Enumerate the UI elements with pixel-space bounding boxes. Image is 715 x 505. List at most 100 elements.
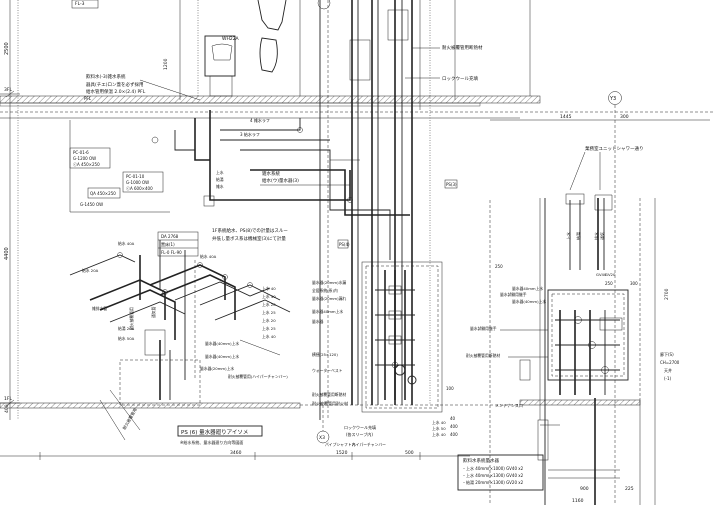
dim-4400: 4400 — [4, 247, 10, 260]
center-tag-rockwool: ロックウール充填 — [442, 75, 478, 82]
box-a-row1: G-1200 OW — [73, 156, 96, 161]
iso-label-3: 給湯 20A — [118, 326, 135, 331]
box-d-row1: G-1450 OW — [80, 202, 103, 207]
iso-right-label-4: 上水 20 — [262, 318, 276, 323]
iso-label-8: 量水器(40mm)上水 — [205, 354, 239, 359]
dim-500: 500 — [405, 450, 414, 456]
bottom-tag-sleeve: (各スリーブ内) — [346, 431, 373, 437]
dim-400-mid-a: 400 — [450, 424, 458, 429]
right-tag-vent: 通気 — [599, 232, 605, 240]
dim-100-mid: 100 — [446, 386, 454, 391]
dim-900: 900 — [580, 486, 589, 492]
right-title: 業務室ユニットシャワー通り — [585, 145, 644, 152]
center-tag-fire-insul: 耐火被覆管用断熱材 — [442, 44, 483, 51]
right-side-ch: CH=2700 — [660, 360, 680, 365]
ps-box-4: PS(4) — [339, 242, 350, 247]
iso-label-5: 給水 40A — [200, 254, 217, 259]
mid-left-5: 量水器 — [312, 319, 324, 324]
ps-box-3: PS(3) — [446, 182, 457, 187]
dim-250-right: 250 — [605, 281, 613, 286]
meter-table: 飲料水系統量水器 ・上水 40mm(×1000) GV40 x2 ・上水 40m… — [457, 454, 544, 491]
right-tag-gv20: GV20 — [605, 272, 616, 277]
wh-label: WH22A — [222, 36, 240, 42]
upper-floor-slab — [0, 95, 715, 119]
drain-note-line3: 給水管用保温 2.0×(2.4) PFL — [86, 88, 146, 95]
iso-label-9: 耐火被覆管用 — [129, 307, 134, 330]
mid-left-4: 量水器40mm上水 — [312, 309, 343, 314]
dim-40-mid: 40 — [450, 416, 456, 421]
note-center-2: 弁低し量ボス系は機械室(3)にて計量 — [212, 235, 286, 242]
dim-2700: 2700 — [664, 288, 670, 300]
dim-250-mid: 250 — [495, 264, 503, 269]
mid-left-8: 耐火被覆管用断熱材 — [312, 392, 346, 397]
ps-title: PS (6) 量水器廻りアイソメ — [181, 428, 248, 436]
mid-left-6: 横揺(25×120) — [312, 352, 338, 357]
toilet-figure — [179, 0, 301, 100]
small-s1: 上水 — [216, 170, 224, 175]
bottom-tag-3: 上水 40 — [432, 420, 446, 425]
iso-right-label-0: 上水 40 — [262, 286, 276, 291]
bottom-tag-rockwool: ロックウール充填 — [344, 424, 376, 430]
dim-300-top: 300 — [620, 114, 629, 120]
level-table: DA 2768 置床(1) FL-0 FL-90 — [157, 231, 199, 257]
dim-400-mid-b: 400 — [450, 432, 458, 437]
right-tag-7: 量水器(40mm)上水 — [512, 299, 546, 304]
fire-box-group: PC-01-6 G-1200 OW ⓒA 450×250 PC-01-10 G-… — [69, 120, 170, 213]
iso-label-0: 給水 40A — [118, 241, 135, 246]
ps-title-block: PS (6) 量水器廻りアイソメ ※給水系統、量水器廻り方向等図面 — [177, 425, 263, 445]
tab-row2: 置床(1) — [161, 241, 175, 247]
right-side-ceiling: 天井 — [664, 367, 672, 373]
pfl-label: PFL — [84, 96, 92, 101]
tab-row1: DA 2768 — [161, 234, 179, 239]
grid-y3: Y3 — [608, 91, 622, 505]
table-title: 飲料水系統量水器 — [463, 457, 499, 464]
dim-225: 225 — [625, 486, 634, 492]
dim-1160: 1160 — [572, 498, 584, 504]
dim-3460: 3460 — [230, 450, 242, 456]
right-mid-label: メンテナンス口 — [495, 402, 523, 408]
small-s3: 雑水 — [216, 184, 224, 189]
right-tag-5: 量水試験用継手 — [500, 292, 527, 297]
small-s2: 給湯 — [216, 177, 224, 182]
dim-1445: 1445 — [560, 114, 572, 120]
dim-300-right: 300 — [630, 281, 638, 286]
right-tag-gv40: GV40 — [596, 272, 607, 277]
table-row-2: ・上水 40mm(×1300) GV40 x2 — [462, 472, 524, 478]
table-row-3: ・給湯 20mm(×1300) GV20 x2 — [462, 479, 524, 485]
mid-left-7: ウォーターベスト — [312, 368, 343, 373]
right-tag-drain: 排水 — [593, 232, 599, 240]
iso-label-1: 給水 20A — [82, 268, 99, 273]
pit-label: パイプシャフト内 — [325, 442, 356, 447]
note-center-1: 1F系統給水、PS(8)での計量はスルー — [212, 227, 288, 234]
iso-label-6: 量水器(40mm)上水 — [205, 341, 239, 346]
ps-enclosure — [337, 179, 458, 413]
right-tag-11: 耐火被覆管用断熱材 — [466, 353, 500, 358]
drain-note-title: 飲料水(-3)雑水系統 — [86, 73, 126, 80]
fl-label-upper: 3FL — [4, 87, 12, 93]
tab-row3: FL-0 FL-90 — [161, 250, 182, 255]
center-water-label: 雑水系統 — [262, 170, 280, 177]
grid-x3-bottom: X3 — [316, 405, 330, 444]
box-b-row2: ⓒA 600×400 — [126, 185, 153, 191]
iso-label-11: 通気管 — [151, 306, 156, 318]
bottom-tag-4: 上水 50 — [432, 426, 446, 431]
floor-label-top2: 3 給水ラフ — [240, 131, 260, 137]
fl3-label: FL-3 — [75, 1, 85, 7]
dim-400-left: 400 — [4, 404, 10, 413]
iso-label-4: 給水 50A — [118, 336, 135, 341]
mid-left-2: 全居系統(系)内 — [312, 288, 338, 293]
bottom-tag-5: 上水 40 — [432, 432, 446, 437]
isometric-piping — [69, 240, 291, 441]
box-a-row2: ⓒA 450×250 — [73, 161, 100, 167]
drain-note-line2: 器具(チエ)ロン蓋を必ず採用 — [86, 81, 144, 88]
floor-label-top1: 4 雑水ラフ — [250, 117, 270, 123]
right-tag-hot: 給湯 — [575, 232, 581, 240]
right-tag-supply: 上水 — [565, 232, 571, 240]
grid-x3-top — [317, 0, 331, 10]
iso-label-7: 量水器(20mm)上水 — [200, 366, 234, 371]
pipe-routing-upper — [151, 110, 410, 260]
box-c: QA 450×250 — [90, 191, 116, 196]
iso-right-label-2: 上水 20 — [262, 302, 276, 307]
box-b-title: PC-01-10 — [126, 174, 145, 179]
